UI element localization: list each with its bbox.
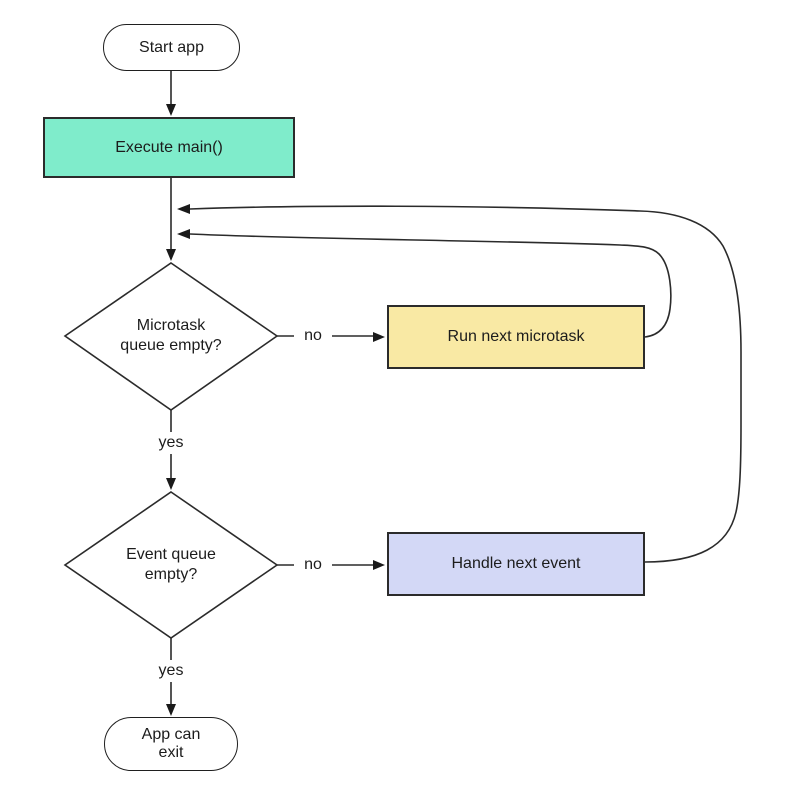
node-app-exit: App can exit [104, 717, 238, 771]
node-start: Start app [103, 24, 240, 71]
arrowhead-into-handle-event [373, 560, 385, 570]
node-handle-event: Handle next event [387, 532, 645, 596]
node-event-check: Event queue empty? [126, 546, 216, 583]
arrowhead-loop-lower [177, 229, 190, 239]
edge-label-event-yes: yes [149, 660, 193, 682]
node-execute-main: Execute main() [43, 117, 295, 178]
edge-label-event-no: no [294, 554, 332, 576]
node-run-microtask: Run next microtask [387, 305, 645, 369]
edge-loop-handle-event [189, 205, 742, 563]
arrowhead-into-run-microtask [373, 332, 385, 342]
arrowhead-into-app-exit [166, 704, 176, 716]
edge-label-microtask-yes: yes [149, 432, 193, 454]
arrowhead-into-event-check [166, 478, 176, 490]
arrowhead-loop-upper [177, 204, 190, 214]
arrowhead-into-main [166, 104, 176, 116]
edge-label-microtask-no: no [294, 325, 332, 347]
edge-loop-run-microtask [189, 233, 672, 338]
node-microtask-check: Microtask queue empty? [120, 317, 222, 354]
arrowhead-into-microtask-check [166, 249, 176, 261]
